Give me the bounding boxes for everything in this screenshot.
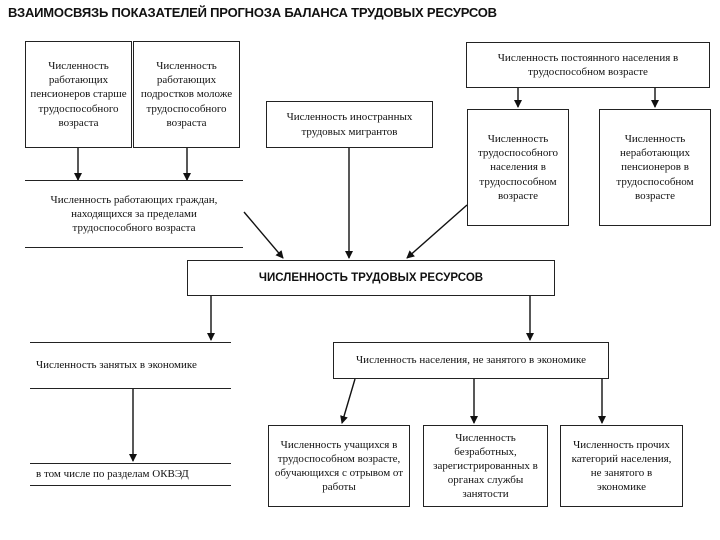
node-other-categories: Численность прочих категорий населения, …: [560, 425, 683, 507]
node-okved: в том числе по разделам ОКВЭД: [30, 463, 231, 486]
node-nonworking-pensioners: Численность неработающих пенсионеров в т…: [599, 109, 711, 226]
node-employed: Численность занятых в экономике: [30, 342, 231, 389]
node-working-pensioners: Численность работающих пенсионеров старш…: [25, 41, 132, 148]
arrow-abroad-to-labor: [243, 211, 284, 259]
node-working-teens: Численность работающих подростков моложе…: [133, 41, 240, 148]
node-unemployed-registered: Численность безработных, зарегистрирован…: [423, 425, 548, 507]
node-students: Численность учащихся в трудоспособном во…: [268, 425, 410, 507]
arrow-notemployed-to-students: [340, 378, 356, 424]
node-not-employed: Численность населения, не занятого в эко…: [333, 342, 609, 379]
node-labor-resources: ЧИСЛЕННОСТЬ ТРУДОВЫХ РЕСУРСОВ: [187, 260, 555, 296]
node-permanent-population: Численность постоянного населения в труд…: [466, 42, 710, 88]
node-foreign-migrants: Численность иностранных трудовых мигрант…: [266, 101, 433, 148]
node-working-abroad: Численность работающих граждан, находящи…: [25, 180, 243, 248]
diagram-title: ВЗАИМОСВЯЗЬ ПОКАЗАТЕЛЕЙ ПРОГНОЗА БАЛАНСА…: [8, 5, 497, 20]
arrow-able-to-labor: [406, 204, 468, 259]
node-able-bodied: Численность трудоспособного населения в …: [467, 109, 569, 226]
